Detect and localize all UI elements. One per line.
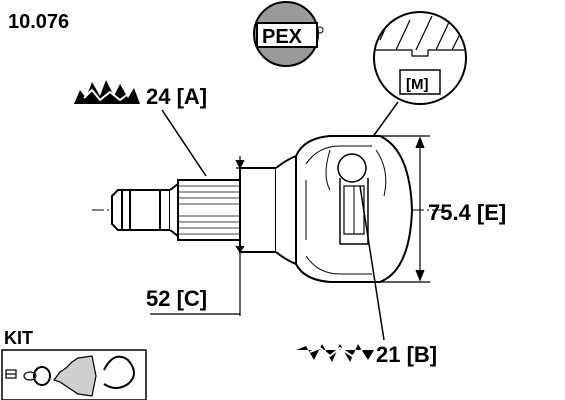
spline-icon-a: [74, 80, 140, 104]
clamp-ring-icon: [33, 366, 51, 386]
brand-logo-text: PEX: [262, 26, 303, 48]
brand-logo: PEX: [253, 1, 324, 67]
dimension-c: [150, 156, 245, 316]
spline-icon-b: [296, 344, 374, 362]
spline-icon: [5, 369, 17, 379]
leader-b: [359, 185, 385, 341]
outer-housing: [295, 135, 414, 283]
part-number: 10.076: [8, 11, 69, 33]
detail-m: [M]: [371, 11, 467, 139]
callout-b: 21 [B]: [376, 342, 437, 367]
shaft: [111, 154, 297, 266]
kit-label: KIT: [4, 328, 33, 348]
callout-e: 75.4 [E]: [428, 200, 506, 225]
boot-icon: [53, 355, 97, 397]
kit-icons: [5, 355, 135, 397]
dimension-e: [380, 135, 430, 283]
kit-box: [1, 349, 147, 400]
callout-a: 24 [A]: [146, 84, 207, 109]
band-icon: [103, 355, 135, 389]
callout-c: 52 [C]: [146, 286, 207, 311]
clip-icon: [23, 371, 37, 381]
detail-m-label: [M]: [406, 76, 429, 93]
